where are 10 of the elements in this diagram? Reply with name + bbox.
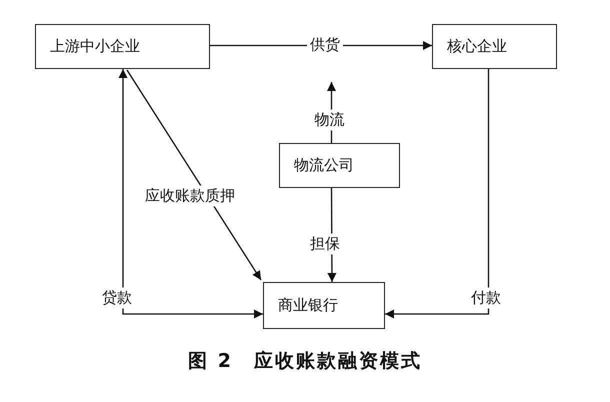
enterprise-box: 上游中小企业 bbox=[35, 24, 210, 69]
company-box: 物流公司 bbox=[279, 143, 400, 188]
arrow bbox=[118, 69, 263, 318]
arrow bbox=[126, 70, 262, 280]
figure-caption: 图 2 应收账款融资模式 bbox=[187, 349, 423, 374]
enterprise-box: 核心企业 bbox=[432, 24, 557, 69]
arrow bbox=[385, 69, 490, 318]
edge-label: 供货 bbox=[307, 34, 343, 56]
edge-label: 物流 bbox=[312, 110, 348, 130]
bank-box: 商业银行 bbox=[263, 282, 385, 329]
